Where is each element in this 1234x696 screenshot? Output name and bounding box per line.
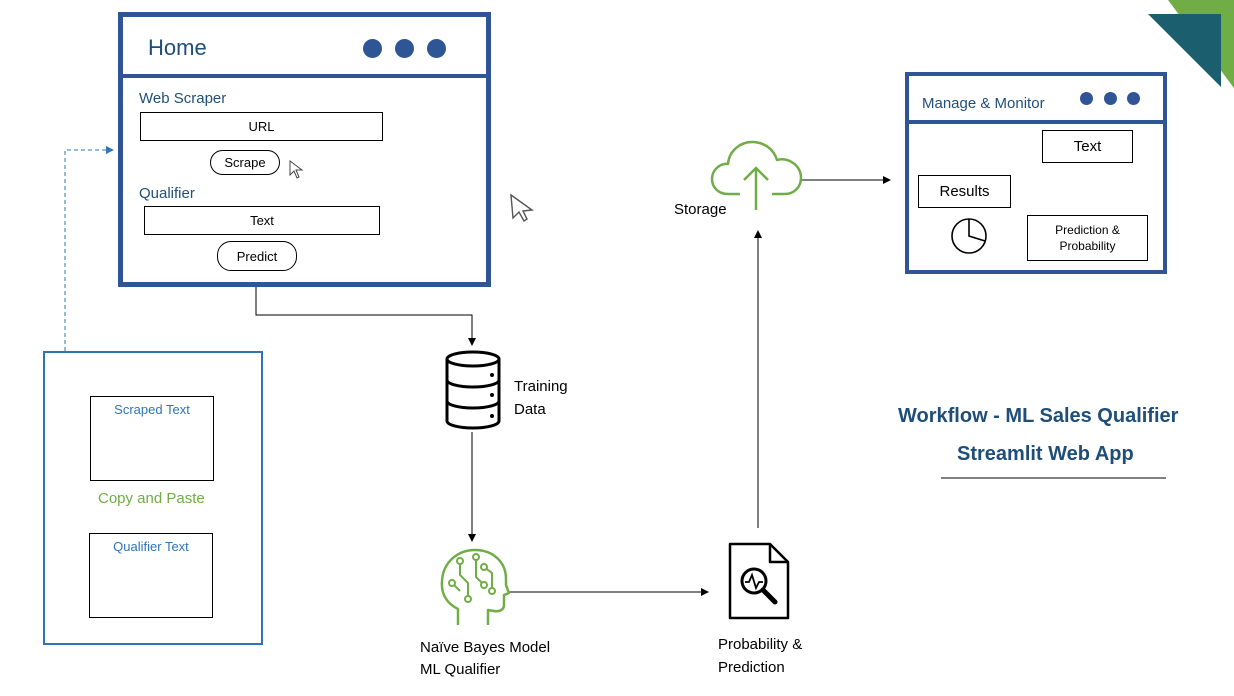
copy-paste-panel: Scraped Text Copy and Paste Qualifier Te… <box>43 351 263 645</box>
model-label-line2: ML Qualifier <box>420 661 501 678</box>
training-data-label-line1: Training <box>514 378 568 395</box>
manage-results-box: Results <box>918 175 1011 208</box>
cloud-upload-icon <box>710 140 803 210</box>
arrow-dashed-panel-to-home <box>64 146 114 351</box>
prediction-box-line2: Probability <box>1059 239 1116 253</box>
copy-paste-label: Copy and Paste <box>98 490 205 507</box>
manage-prediction-box: Prediction & Probability <box>1027 215 1148 261</box>
brain-circuit-icon <box>440 548 510 625</box>
qualifier-text-label: Qualifier Text <box>113 539 189 554</box>
database-icon <box>445 350 501 430</box>
home-title: Home <box>148 35 207 60</box>
window-dot-icon <box>1127 92 1140 105</box>
qualifier-text-box: Qualifier Text <box>89 533 213 618</box>
window-dot-icon <box>395 39 414 58</box>
window-dot-icon <box>427 39 446 58</box>
storage-label: Storage <box>674 201 727 218</box>
corner-teal-triangle <box>1148 14 1221 87</box>
window-dot-icon <box>1104 92 1117 105</box>
arrow-home-to-training <box>255 285 476 346</box>
document-search-icon <box>728 542 790 620</box>
scrape-button[interactable]: Scrape <box>210 150 280 175</box>
text-input[interactable]: Text <box>144 206 380 235</box>
home-window: Home Web Scraper URL Scrape Qualifier Te… <box>118 12 491 287</box>
window-dot-icon <box>1080 92 1093 105</box>
manage-text-box: Text <box>1042 130 1133 163</box>
page-title-line1: Workflow - ML Sales Qualifier <box>898 405 1179 427</box>
pie-chart-icon <box>951 218 987 254</box>
url-input[interactable]: URL <box>140 112 383 141</box>
manage-title-bar: Manage & Monitor <box>909 76 1163 124</box>
model-label-line1: Naïve Bayes Model <box>420 639 551 656</box>
web-scraper-label: Web Scraper <box>139 90 227 107</box>
scraped-text-box: Scraped Text <box>90 396 214 481</box>
probability-label-line1: Probability & <box>718 636 803 653</box>
scraped-text-label: Scraped Text <box>114 402 190 417</box>
cursor-icon <box>510 193 534 223</box>
window-dot-icon <box>363 39 382 58</box>
probability-label-line2: Prediction <box>718 659 785 676</box>
training-data-label-line2: Data <box>514 401 546 418</box>
manage-title: Manage & Monitor <box>922 95 1045 112</box>
home-title-bar: Home <box>123 17 486 78</box>
qualifier-label: Qualifier <box>139 185 195 202</box>
predict-button[interactable]: Predict <box>217 241 297 271</box>
page-title-line2: Streamlit Web App <box>957 443 1134 465</box>
cursor-icon <box>289 160 304 179</box>
prediction-box-line1: Prediction & <box>1055 223 1120 237</box>
